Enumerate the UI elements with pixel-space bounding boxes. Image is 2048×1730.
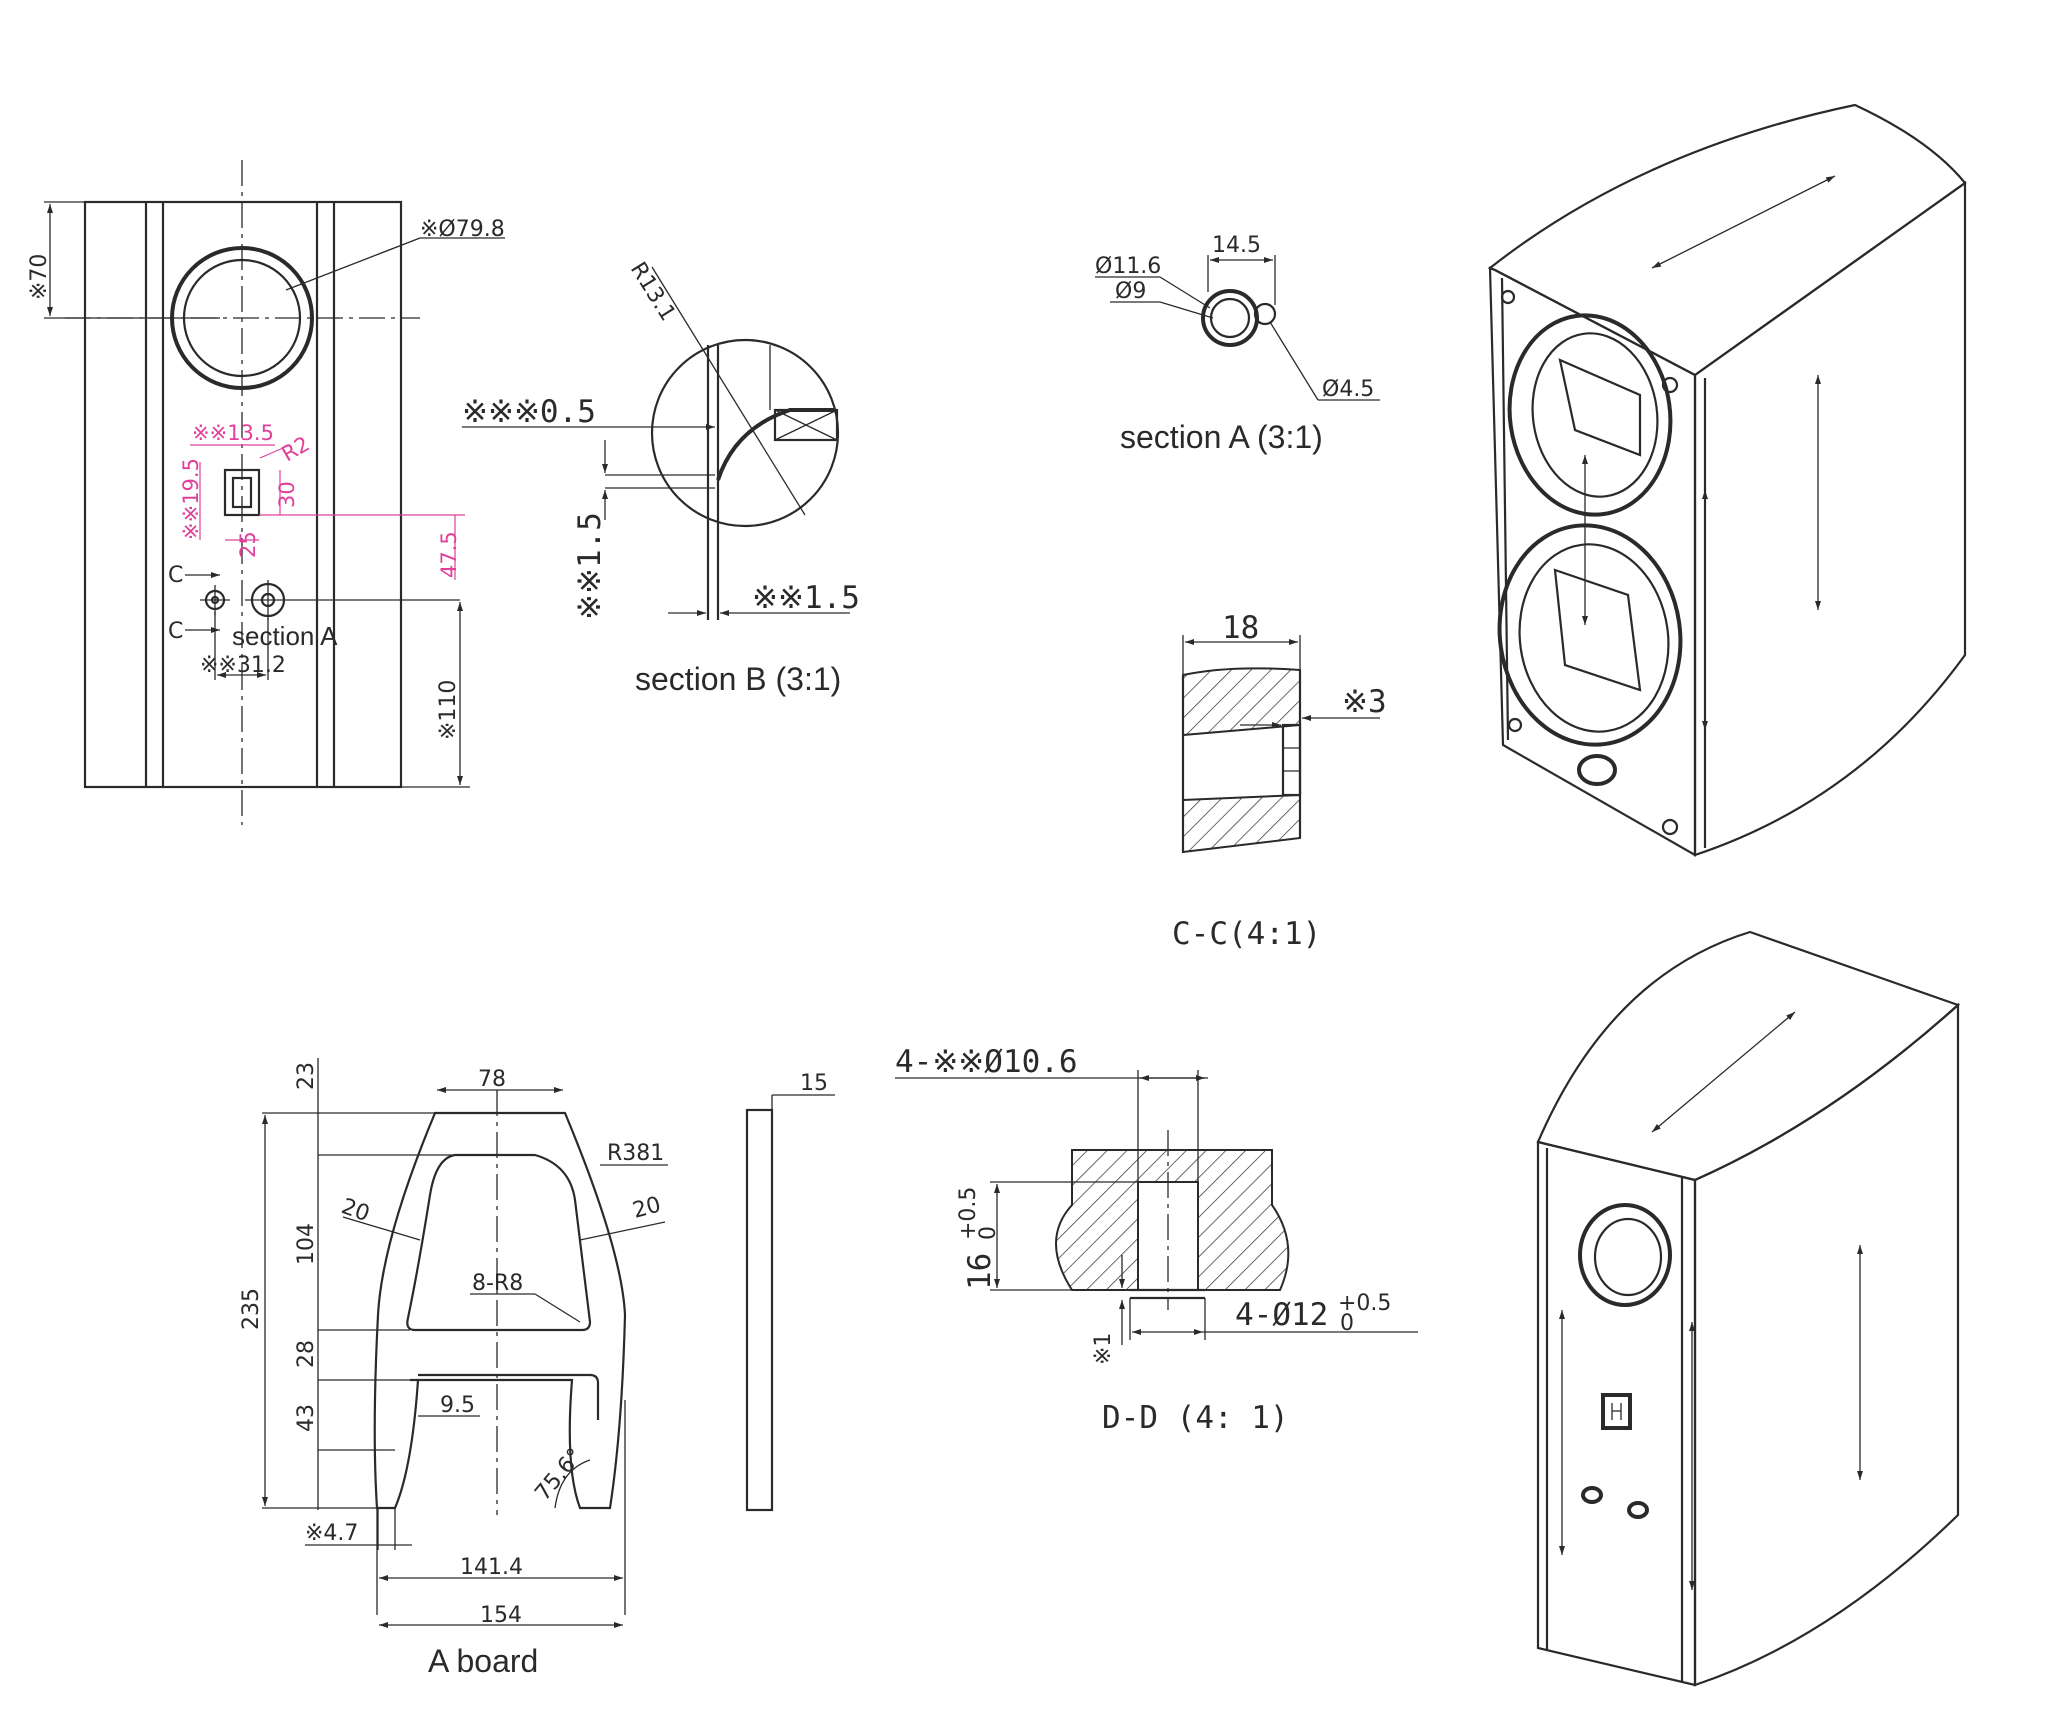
dim-r381: R381 — [607, 1141, 664, 1166]
dim-28: 28 — [294, 1340, 319, 1368]
dim-20-right: 20 — [630, 1192, 664, 1223]
front-panel-outline — [83, 200, 403, 789]
section-b: R13.1 ※※※0.5 ※※1.5 ※※1.5 section B (3:1) — [462, 258, 860, 697]
dim-16: 16 — [962, 1253, 998, 1290]
a-board: 78 23 104 28 43 235 R381 20 20 8-R8 9.5 … — [239, 1058, 668, 1679]
rear-cabinet-side-face — [1693, 1002, 1960, 1687]
dim-9-5: 9.5 — [440, 1393, 475, 1418]
dim-8-r8: 8-R8 — [472, 1271, 523, 1296]
front-view: ※Ø79.8 ※70 ※※13.5 ※※19.5 R2 30 25 47.5 C — [27, 160, 505, 825]
dim-31-2: ※※31.2 — [200, 653, 286, 678]
dim-79-8: ※Ø79.8 — [420, 217, 505, 242]
section-a-callout: section A — [232, 621, 338, 651]
dim-104: 104 — [294, 1223, 319, 1265]
side-board: 15 — [745, 1071, 835, 1512]
section-a-inner-hole — [1209, 297, 1251, 339]
dim-43: 43 — [294, 1404, 319, 1432]
dim-1: ※1 — [1091, 1333, 1116, 1365]
dim-r13-1: R13.1 — [625, 258, 680, 326]
section-dd: 4-※※Ø10.6 16 +0.5 0 4-Ø12 +0.5 0 ※1 D-D … — [895, 1044, 1418, 1436]
cabinet-top-face — [1487, 103, 1967, 377]
section-cc: 18 ※3 C-C(4:1) — [1172, 610, 1387, 952]
dim-16-tolerance-upper: +0.5 — [956, 1187, 981, 1240]
dim-1-5-vertical: ※※1.5 — [572, 512, 608, 620]
dim-75-6-angle: 75.6° — [530, 1444, 588, 1506]
cut-marker-bottom: C — [168, 619, 183, 644]
dim-4-5: Ø4.5 — [1322, 377, 1374, 402]
dim-13-5: ※※13.5 — [192, 421, 274, 445]
section-cc-title: C-C(4:1) — [1172, 916, 1321, 952]
dim-23: 23 — [294, 1062, 319, 1090]
section-cc-slot — [1281, 723, 1302, 797]
a-board-title: A board — [428, 1643, 538, 1679]
dim-18: 18 — [1222, 610, 1259, 646]
dim-141-4: 141.4 — [460, 1555, 523, 1580]
a-board-upper-window — [406, 1153, 592, 1332]
rear-port-opening — [1578, 1203, 1672, 1307]
section-b-title: section B (3:1) — [635, 661, 841, 697]
terminal-plate — [1601, 1393, 1632, 1430]
section-dd-title: D-D (4: 1) — [1102, 1400, 1289, 1436]
dim-3: ※3 — [1342, 684, 1387, 720]
section-a-title: section A (3:1) — [1120, 419, 1323, 455]
dim-235: 235 — [239, 1288, 264, 1330]
tweeter-opening — [1507, 313, 1673, 517]
dim-16-tolerance-lower: 0 — [976, 1226, 1001, 1240]
dim-154: 154 — [480, 1603, 522, 1628]
section-b-radius-edge — [716, 408, 835, 481]
woofer-opening — [1497, 523, 1683, 747]
dim-11-6: Ø11.6 — [1095, 254, 1161, 279]
cabinet-side-face — [1693, 180, 1967, 857]
dim-12-tolerance-upper: +0.5 — [1338, 1291, 1391, 1316]
dim-70: ※70 — [27, 254, 52, 300]
dim-19-5: ※※19.5 — [179, 458, 203, 540]
dim-47-5: 47.5 — [437, 531, 461, 578]
section-b-detail-circle — [650, 338, 840, 528]
dim-10-6: 4-※※Ø10.6 — [895, 1044, 1078, 1080]
dim-r2: R2 — [278, 432, 314, 467]
section-a: 14.5 Ø11.6 Ø9 Ø4.5 section A (3:1) — [1095, 233, 1380, 455]
dim-0-5: ※※※0.5 — [462, 394, 596, 430]
dim-14-5: 14.5 — [1212, 233, 1261, 258]
dim-9: Ø9 — [1115, 279, 1146, 304]
dim-12: 4-Ø12 — [1235, 1297, 1328, 1333]
side-board-profile — [745, 1108, 774, 1512]
dim-15: 15 — [800, 1071, 828, 1096]
dim-25: 25 — [236, 531, 260, 558]
dim-1-5-horizontal: ※※1.5 — [752, 580, 860, 616]
dim-30: 30 — [275, 481, 299, 508]
dim-20-left: 20 — [338, 1194, 373, 1227]
cut-marker-top: C — [168, 563, 183, 588]
speaker-isometric-front — [1487, 103, 1967, 857]
terminal-cutout — [223, 468, 261, 517]
dim-4-7: ※4.7 — [305, 1521, 358, 1546]
a-board-outline — [373, 1111, 627, 1510]
dim-12-tolerance-lower: 0 — [1340, 1311, 1354, 1336]
rear-cabinet-top-face — [1536, 930, 1961, 1182]
dim-78: 78 — [478, 1067, 506, 1092]
dim-110: ※110 — [436, 680, 461, 740]
speaker-isometric-rear — [1536, 930, 1961, 1687]
port-hole — [1577, 754, 1617, 786]
